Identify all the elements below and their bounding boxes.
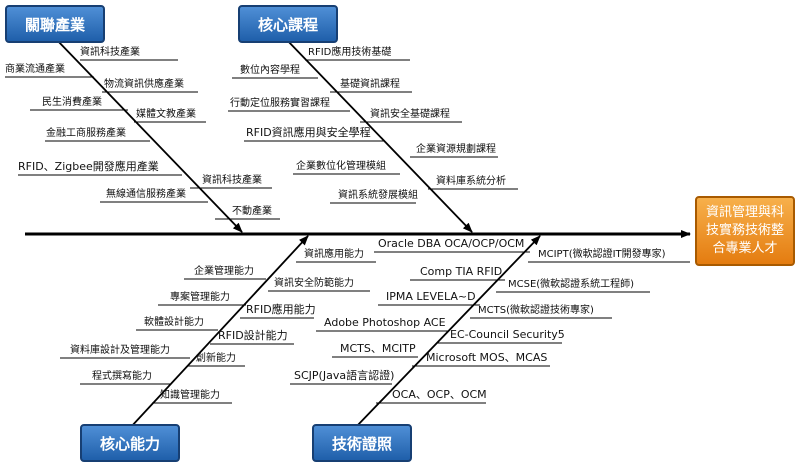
category-box-related-industries: 關聯產業: [5, 5, 105, 43]
branches-top-right: [228, 59, 518, 204]
branch-label: RFID應用能力: [246, 303, 316, 316]
rib-top-left: [54, 37, 243, 233]
branch-label: 企業數位化管理模組: [296, 161, 386, 172]
branch-label: 資訊安全基礎課程: [370, 109, 450, 120]
head-box-target: 資訊管理與科技實務技術整合專業人才: [695, 196, 795, 266]
branch-label: 程式撰寫能力: [92, 371, 152, 382]
branch-label: 媒體文教產業: [136, 109, 196, 120]
branch-label: 知識管理能力: [160, 390, 220, 401]
rib-bottom-left: [129, 235, 309, 429]
branch-label: RFID設計能力: [218, 329, 288, 342]
branch-label: 行動定位服務實習課程: [230, 98, 330, 109]
branch-label: 專案管理能力: [170, 292, 230, 303]
branch-label: 資料庫設計及管理能力: [70, 345, 170, 356]
category-box-core-courses: 核心課程: [238, 5, 338, 43]
branch-label: Comp TIA RFID: [420, 265, 503, 278]
branch-label: 民生消費產業: [42, 97, 102, 108]
branch-label: MCSE(微軟認證系統工程師): [508, 279, 635, 290]
branches-bottom-left: [60, 261, 376, 404]
rib-bottom-right: [354, 235, 541, 429]
branch-label: MCTS、MCITP: [340, 342, 416, 355]
branch-label: 企業管理能力: [194, 266, 254, 277]
branch-label: 不動產業: [232, 206, 272, 217]
category-box-core-abilities: 核心能力: [80, 424, 180, 462]
branches-bottom-right: [290, 251, 690, 404]
branch-label: OCA、OCP、OCM: [392, 388, 487, 401]
branch-label: MCIPT(微軟認證IT開發專家): [538, 249, 666, 260]
branch-label: 創新能力: [196, 353, 236, 364]
branch-label: IPMA LEVELA~D: [386, 290, 476, 303]
branch-label: EC-Council Security5: [450, 328, 565, 341]
branch-label: 企業資源規劃課程: [416, 144, 496, 155]
branch-label: Microsoft MOS、MCAS: [426, 351, 548, 364]
category-box-certifications: 技術證照: [312, 424, 412, 462]
rib-top-right: [284, 37, 473, 233]
branch-label: Oracle DBA OCA/OCP/OCM: [378, 237, 525, 250]
branch-label: 資訊科技產業: [80, 47, 140, 58]
head-label: 資訊管理與科技實務技術整合專業人才: [705, 205, 784, 256]
branch-label: 商業流通產業: [5, 64, 65, 75]
branch-label: SCJP(Java語言認證): [294, 369, 395, 382]
branch-label: 軟體設計能力: [144, 317, 204, 328]
branch-label: 資訊安全防範能力: [274, 278, 354, 289]
branch-label: 資訊科技產業: [202, 175, 262, 186]
branch-label: 無線通信服務產業: [106, 189, 186, 200]
branch-label: RFID資訊應用與安全學程: [246, 126, 371, 139]
branch-label: Adobe Photoshop ACE: [324, 316, 446, 329]
branch-label: 資訊系統發展模組: [338, 190, 418, 201]
branch-label: 數位內容學程: [240, 65, 300, 76]
branch-label: 資訊應用能力: [304, 249, 364, 260]
branch-label: 金融工商服務產業: [46, 128, 126, 139]
branch-label: 資料庫系統分析: [436, 176, 506, 187]
branch-label: RFID、Zigbee開發應用產業: [18, 160, 159, 173]
branch-label: MCTS(微軟認證技術專家): [478, 305, 594, 316]
branches-top-left: [5, 59, 280, 220]
branch-label: 物流資訊供應產業: [104, 79, 184, 90]
branch-label: 基礎資訊課程: [340, 79, 400, 90]
branch-label: RFID應用技術基礎: [308, 47, 392, 58]
